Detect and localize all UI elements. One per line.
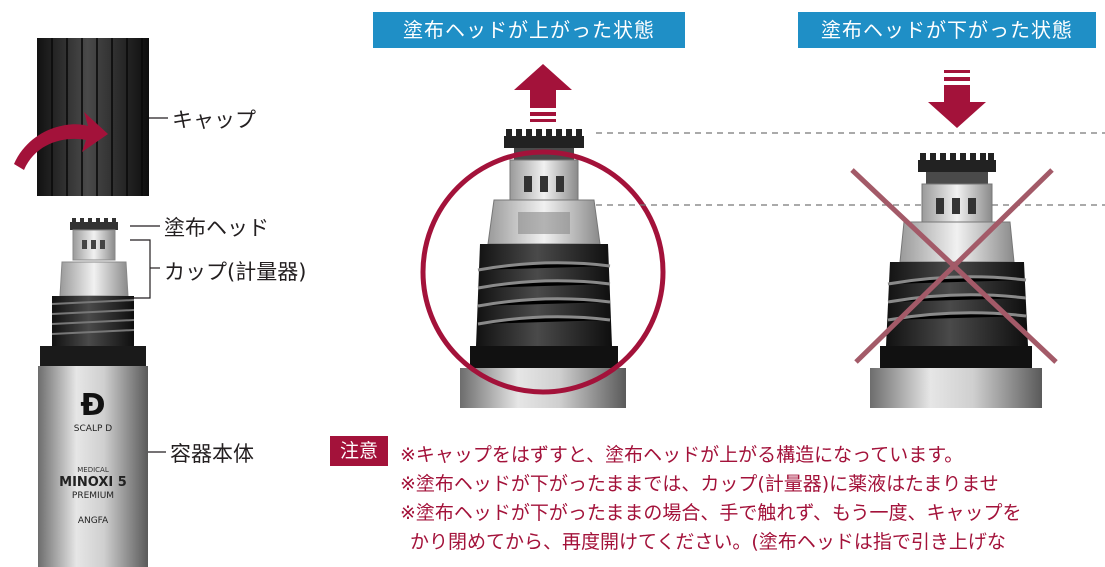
- caution-line-4: かり閉めてから、再度開けてください。(塗布ヘッドは指で引き上げな: [410, 531, 1006, 553]
- label-head: 塗布ヘッド: [164, 216, 269, 240]
- caution-line-3: ※塗布ヘッドが下がったままの場合、手で触れず、もう一度、キャップを: [400, 502, 1022, 524]
- bottle-product-name: MINOXI 5: [59, 475, 127, 490]
- bottle-premium: PREMIUM: [71, 491, 115, 501]
- rotate-arrow-icon: [14, 112, 108, 170]
- ok-circle: [420, 149, 666, 395]
- cap-illustration: [37, 38, 149, 196]
- caution-line-2: ※塗布ヘッドが下がったままでは、カップ(計量器)に薬液はたまりませ: [400, 473, 999, 495]
- banner-head-down: 塗布ヘッドが下がった状態: [798, 12, 1096, 48]
- bottle-illustration: [38, 218, 148, 567]
- label-cup: カップ(計量器): [164, 260, 307, 284]
- caution-line-1: ※キャップをはずすと、塗布ヘッドが上がる構造になっています。: [400, 444, 964, 466]
- head-up-illustration: [460, 129, 626, 408]
- down-arrow-icon: [928, 70, 986, 128]
- head-down-illustration: [870, 153, 1042, 408]
- label-body: 容器本体: [170, 442, 254, 466]
- bottle-medical: MEDICAL: [77, 466, 109, 474]
- caution-badge: 注意: [330, 436, 388, 466]
- bottle-maker: ANGFA: [77, 516, 109, 526]
- ng-cross-icon: [850, 168, 1058, 364]
- bottle-brand: SCALP D: [73, 424, 113, 434]
- banner-head-up: 塗布ヘッドが上がった状態: [373, 12, 685, 48]
- bottle-logo-icon: Ð: [80, 388, 106, 423]
- up-arrow-icon: [514, 64, 572, 108]
- label-cap: キャップ: [172, 108, 256, 132]
